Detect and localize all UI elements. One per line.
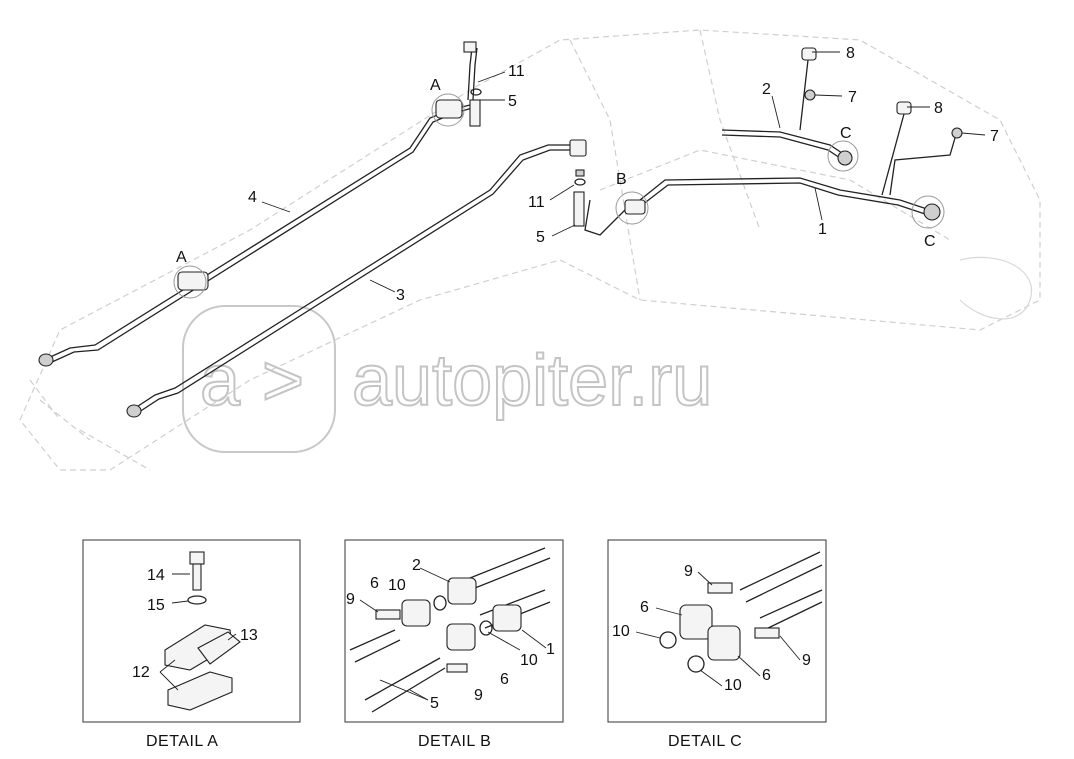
pipe-1 <box>584 177 941 236</box>
detail-c-label-9-right: 9 <box>802 652 811 669</box>
sleeve-13 <box>197 631 241 665</box>
flange-6-left <box>679 604 713 640</box>
flange-6-bottom <box>707 625 741 661</box>
flange-pipe-2 <box>447 577 477 605</box>
washer-15 <box>187 595 207 605</box>
detail-a-panel: 14 15 13 12 DETAIL A <box>82 539 301 750</box>
label-2: 2 <box>762 81 771 98</box>
marker-a-top: A <box>430 77 441 94</box>
plug-7-a <box>804 89 816 101</box>
detail-c-label-6-left: 6 <box>640 599 649 616</box>
fittings-top <box>469 88 586 227</box>
detail-b-label-9-top: 9 <box>346 591 355 608</box>
detail-a-label-12: 12 <box>132 664 150 681</box>
bolt-9-bottom <box>446 663 468 673</box>
detail-b-label-9-bottom: 9 <box>474 687 483 704</box>
leader-lines <box>261 51 986 293</box>
detail-b-label-5: 5 <box>430 695 439 712</box>
oring-10-left <box>659 631 677 649</box>
detail-b-label-6-bottom: 6 <box>500 671 509 688</box>
label-4: 4 <box>248 189 257 206</box>
detail-c-label-10-left: 10 <box>612 623 630 640</box>
label-5-top: 5 <box>508 93 517 110</box>
oring-10-left <box>433 595 447 611</box>
label-3: 3 <box>396 287 405 304</box>
label-8-a: 8 <box>846 45 855 62</box>
pipe-4-end-fitting <box>38 353 54 367</box>
clamp-a-left <box>177 271 209 291</box>
pipe-4 <box>38 41 478 367</box>
detail-b-label-10-top: 10 <box>388 577 406 594</box>
pipe-2 <box>721 129 853 166</box>
clamp-a-top <box>435 99 463 119</box>
detail-b-label-1: 1 <box>546 641 555 658</box>
pipe-3-end-fitting <box>126 404 142 418</box>
label-7-b: 7 <box>990 128 999 145</box>
flange-pipe-1 <box>492 604 522 632</box>
watermark-icon-letter: a <box>200 341 241 421</box>
plug-7-b <box>951 127 963 139</box>
pipe-2-end-flange <box>837 150 853 166</box>
oring-10-right <box>479 620 493 636</box>
detail-a-label-15: 15 <box>147 597 165 614</box>
detail-c-panel: 9 6 10 10 6 9 DETAIL C <box>607 539 827 750</box>
detail-b-label-6-top: 6 <box>370 575 379 592</box>
label-8-b: 8 <box>934 100 943 117</box>
detail-markers: A A B C C <box>176 77 936 266</box>
marker-b: B <box>616 171 627 188</box>
detail-marker-circles <box>173 93 945 299</box>
pipe-3 <box>126 139 587 418</box>
pipe-1-flange-b <box>624 199 646 215</box>
bolt-9-right <box>754 627 780 639</box>
main-callouts: 4 3 11 5 11 5 8 7 8 7 2 1 <box>248 45 999 304</box>
detail-c-label-9-top: 9 <box>684 563 693 580</box>
detail-a-label-14: 14 <box>147 567 165 584</box>
watermark: a > autopiter.ru <box>182 305 713 453</box>
watermark-text: autopiter.ru <box>352 341 712 421</box>
bolt-14-head <box>189 551 205 565</box>
watermark-icon-arrow: > <box>262 341 304 421</box>
detail-c-label-10-bottom: 10 <box>724 677 742 694</box>
label-11-mid: 11 <box>528 194 545 211</box>
fitting-5-mid <box>573 191 585 227</box>
bolt-14-shank <box>192 563 202 591</box>
detail-a-caption: DETAIL A <box>146 733 218 750</box>
label-5-mid: 5 <box>536 229 545 246</box>
pipe-1-end-flange <box>923 203 941 221</box>
pipe-3-elbow <box>569 139 587 157</box>
clamp-12-bottom <box>167 671 233 711</box>
flange-6-top <box>401 599 431 627</box>
detail-b-label-10-right: 10 <box>520 652 538 669</box>
detail-c-caption: DETAIL C <box>668 733 742 750</box>
detail-c-label-6-bottom: 6 <box>762 667 771 684</box>
fitting-5-top <box>469 99 481 127</box>
plug-8-b <box>896 101 912 115</box>
oring-11-top <box>470 88 482 96</box>
boom-ghost-outline <box>19 29 1041 471</box>
flange-6-bottom <box>446 623 476 651</box>
label-1: 1 <box>818 221 827 238</box>
label-7-a: 7 <box>848 89 857 106</box>
marker-a-left: A <box>176 249 187 266</box>
detail-b-caption: DETAIL B <box>418 733 491 750</box>
detail-a-label-13: 13 <box>240 627 258 644</box>
marker-c-bottom: C <box>924 233 936 250</box>
bolt-9-top <box>707 582 733 594</box>
plug-8-a <box>801 47 817 61</box>
plugs <box>799 47 963 196</box>
oring-11-mid <box>574 178 586 186</box>
oring-10-bottom <box>687 655 705 673</box>
bolt-9-top <box>375 609 401 620</box>
detail-b-label-2: 2 <box>412 557 421 574</box>
marker-c-top: C <box>840 125 852 142</box>
detail-b-panel: 2 9 6 10 10 1 6 9 5 DETAIL B <box>344 539 564 750</box>
label-11-top: 11 <box>508 63 525 80</box>
